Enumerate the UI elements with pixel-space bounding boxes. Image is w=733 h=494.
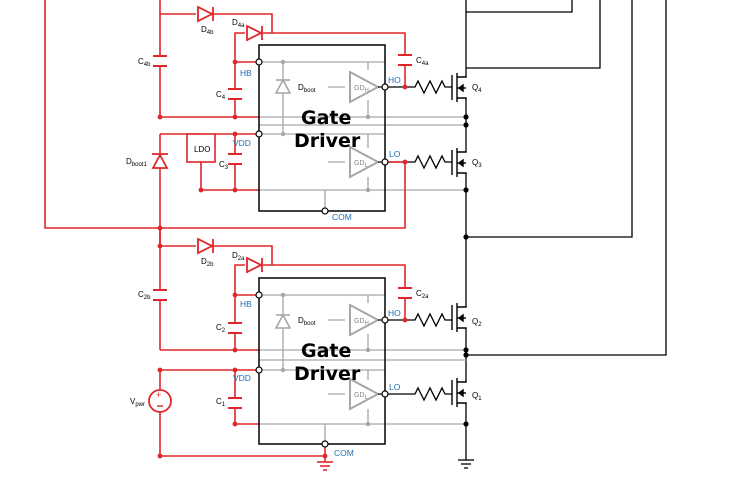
external-capacitors [153,54,412,409]
label-c2: C2 [216,323,226,334]
gate-driver-top-title-1: Gate [301,107,351,129]
label-vpwr: Vpwr [130,397,145,408]
gd-high-top-label: GDH [354,85,369,94]
pin-vdd-bottom: VDD [233,373,251,383]
driver-pins [255,58,389,448]
label-dboot-top: Dboot [298,83,316,94]
label-d2a: D2a [232,251,245,262]
label-q3: Q3 [472,158,482,169]
label-c2a: C2a [416,289,429,300]
internal-dboot-diodes [274,78,292,329]
pin-vdd-top: VDD [233,138,251,148]
ldo-box [186,133,216,163]
label-q2: Q2 [472,317,482,328]
pin-ho-bottom: HO [388,308,401,318]
mosfet-q1 [451,378,467,407]
gate-driver-bottom-title-2: Driver [294,363,361,385]
pin-hb-bottom: HB [240,299,252,309]
mosfet-q2 [451,303,467,332]
label-c1: C1 [216,397,226,408]
power-stage-wires [465,0,667,460]
ldo-label: LDO [194,145,210,154]
driver-internal-wires [259,61,466,443]
label-d4b: D4b [201,25,214,36]
external-red-wires [44,0,406,462]
pin-ho-top: HO [388,75,401,85]
gate-driver-top-title-2: Driver [294,130,361,152]
svg-text:+: + [156,390,161,400]
mosfet-q4 [451,73,467,102]
gd-buffers [349,70,381,411]
mosfet-q3 [451,148,467,177]
label-dboot-bottom: Dboot [298,316,316,327]
ground-symbol-driver [317,461,333,471]
ground-symbol-power [458,459,474,469]
junction-dots [157,59,469,459]
gd-low-bottom-label: GDL [354,392,369,401]
label-d4a: D4a [232,18,245,29]
pin-hb-top: HB [240,68,252,78]
label-d2b: D2b [201,257,214,268]
pin-com-top: COM [332,212,352,222]
gd-low-top-label: GDL [354,160,369,169]
label-dboot1: Dboot1 [126,157,147,168]
label-c4a: C4a [416,56,429,67]
external-diodes [151,5,264,274]
label-q1: Q1 [472,391,482,402]
pin-com-bottom: COM [334,448,354,458]
gate-resistors [385,79,452,402]
gate-driver-bottom-title-1: Gate [301,340,351,362]
pin-lo-top: LO [389,149,401,159]
label-c4b: C4b [138,57,151,68]
label-c3: C3 [219,160,229,171]
label-q4: Q4 [472,83,482,94]
label-c4: C4 [216,90,226,101]
label-c2b: C2b [138,290,151,301]
gd-high-bottom-label: GDH [354,318,369,327]
vpwr-source: + [148,389,172,413]
pin-lo-bottom: LO [389,382,401,392]
gd-buffer-outputs [378,86,385,395]
